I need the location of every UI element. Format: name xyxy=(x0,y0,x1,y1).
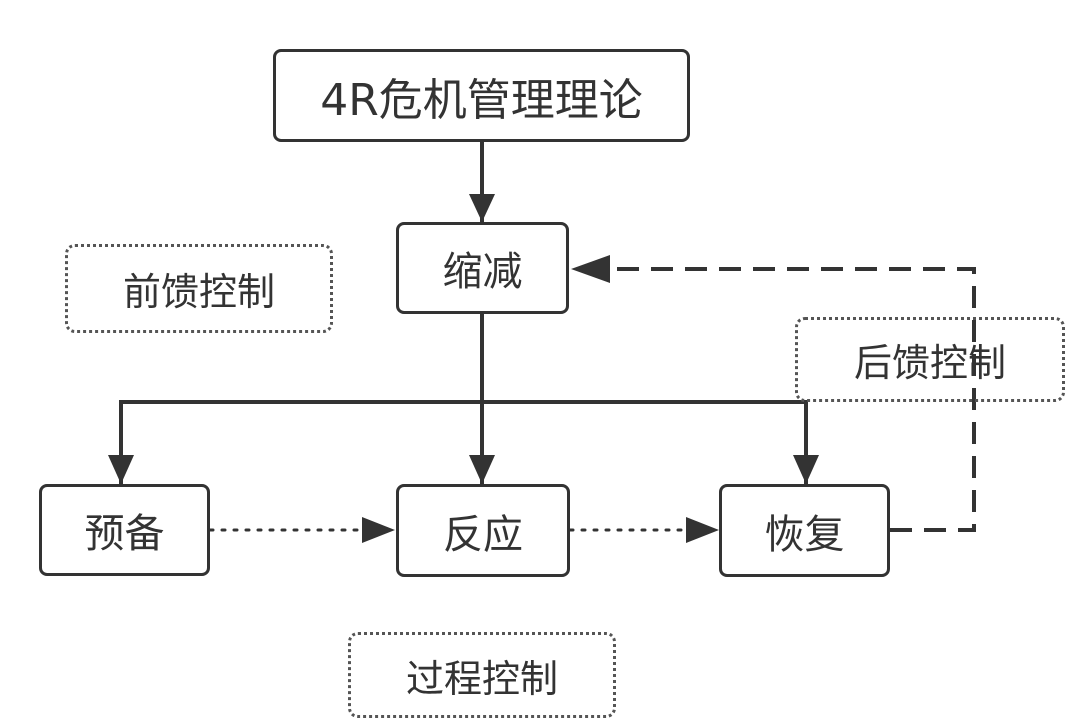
arrowhead-to-readiness xyxy=(108,455,134,484)
arrowhead-readiness-to-response xyxy=(362,517,395,543)
feedback-control-label: 后馈控制 xyxy=(795,317,1065,402)
readiness-node: 预备 xyxy=(39,484,210,576)
arrowhead-root-to-reduction xyxy=(469,194,495,222)
arrowhead-to-recovery xyxy=(793,455,819,484)
reduction-node-label: 缩减 xyxy=(442,249,523,295)
feedback-control-text: 后馈控制 xyxy=(853,341,1006,385)
process-control-text: 过程控制 xyxy=(405,656,558,701)
feedforward-control-label: 前馈控制 xyxy=(65,244,333,333)
arrowhead-feedback-to-reduction xyxy=(571,255,610,283)
arrowhead-response-to-recovery xyxy=(686,517,719,543)
root-node: 4R危机管理理论 xyxy=(273,49,690,142)
feedforward-control-text: 前馈控制 xyxy=(122,270,275,314)
root-node-label: 4R危机管理理论 xyxy=(320,74,643,126)
readiness-node-label: 预备 xyxy=(84,511,165,557)
arrowhead-reduction-to-response xyxy=(469,455,495,484)
recovery-node: 恢复 xyxy=(719,484,890,577)
response-node: 反应 xyxy=(396,484,570,577)
recovery-node-label: 恢复 xyxy=(764,511,845,558)
process-control-label: 过程控制 xyxy=(348,632,616,718)
response-node-label: 反应 xyxy=(443,511,523,558)
reduction-node: 缩减 xyxy=(396,222,569,314)
